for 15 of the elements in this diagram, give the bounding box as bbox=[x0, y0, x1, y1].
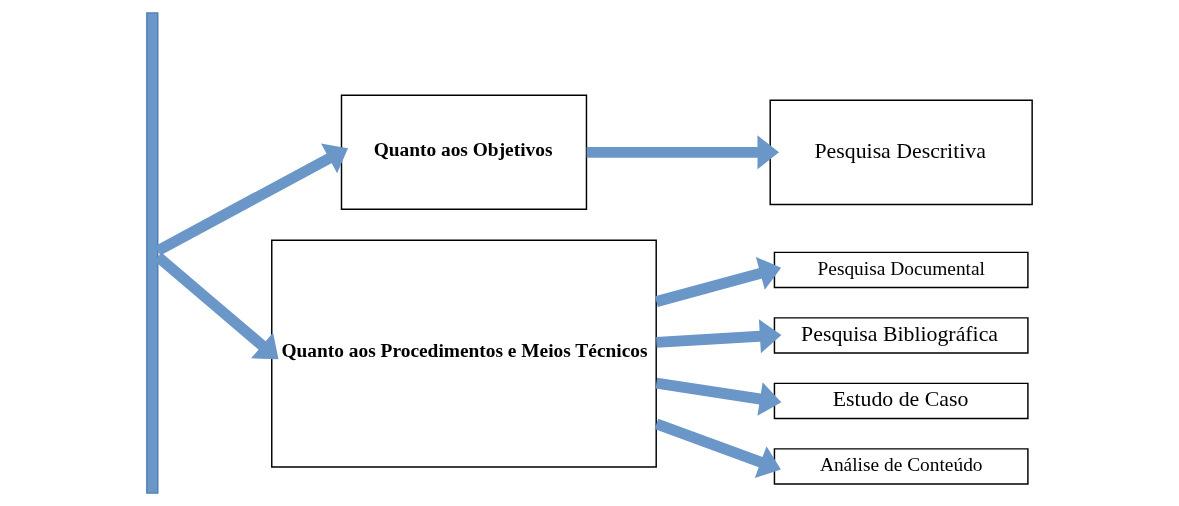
arrow bbox=[586, 135, 779, 170]
arrow bbox=[154, 252, 279, 360]
node-box: Estudo de Caso bbox=[773, 382, 1029, 420]
arrow bbox=[654, 418, 781, 478]
arrow bbox=[656, 319, 782, 354]
node-box: Pesquisa Bibliográfica bbox=[773, 317, 1029, 354]
node-box: Pesquisa Documental bbox=[773, 251, 1029, 289]
node-box: Análise de Conteúdo bbox=[773, 448, 1029, 485]
node-box: Pesquisa Descritiva bbox=[769, 99, 1033, 206]
node-bar bbox=[146, 12, 159, 494]
node-box: Quanto aos Objetivos bbox=[340, 94, 588, 211]
arrow bbox=[155, 143, 349, 256]
node-box: Quanto aos Procedimentos e Meios Técnicos bbox=[271, 239, 657, 468]
arrow bbox=[655, 377, 782, 416]
arrow bbox=[654, 256, 782, 307]
